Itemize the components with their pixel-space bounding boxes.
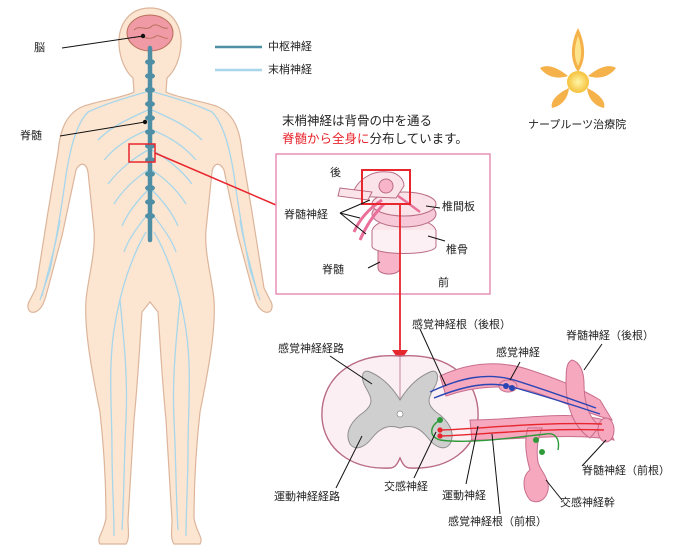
brain-label: 脳	[34, 41, 45, 54]
clinic-name: ナープルーツ治療院	[528, 118, 627, 131]
label-sensory-tract: 感覚神経経路	[278, 342, 344, 355]
label-spinal-nerve-dorsal: 脊髄神経（後根）	[566, 329, 654, 342]
caption-line-2: 脊髄から全身に分布しています。	[282, 130, 468, 147]
label-spinal-nerve-box: 脊髄神経	[284, 208, 328, 221]
focus-connector	[154, 152, 277, 206]
body-silhouette	[27, 7, 273, 545]
label-cord-box: 脊髄	[322, 263, 344, 276]
vertebra-focus-box	[361, 169, 411, 205]
legend-central-label: 中枢神経	[268, 40, 312, 53]
label-motor-tract: 運動神経経路	[274, 490, 340, 503]
label-spinal-nerve-ventral: 脊髄神経（前根）	[582, 464, 670, 477]
label-dorsal-root: 感覚神経根（後根）	[412, 318, 511, 331]
caption-line-1: 末梢神経は背骨の中を通る	[282, 113, 433, 128]
human-body-figure	[27, 7, 273, 545]
label-ventral-root: 感覚神経根（前根）	[448, 515, 547, 528]
spinal-cross-section	[321, 354, 615, 503]
brain-shape	[126, 14, 174, 52]
label-sympathetic-trunk: 交感神経幹	[560, 496, 615, 509]
vertebra-illustration	[337, 169, 437, 275]
brain-callout-line	[61, 35, 144, 49]
peripheral-nerves	[39, 91, 261, 537]
label-vertebra: 椎骨	[446, 243, 468, 256]
label-motor-nerve: 運動神経	[442, 489, 486, 502]
caption-rest: 分布しています。	[369, 131, 468, 146]
spinal-callout-line	[59, 121, 146, 137]
label-back: 後	[330, 166, 341, 179]
legend-peripheral-label: 末梢神経	[268, 63, 312, 76]
spinal-cord-label: 脊髄	[20, 129, 42, 142]
label-disc: 椎間板	[442, 200, 475, 213]
label-sympathetic: 交感神経	[384, 480, 428, 493]
clinic-logo	[540, 28, 616, 108]
caption-highlight: 脊髄から全身に	[282, 131, 370, 146]
label-sensory-nerve: 感覚神経	[496, 346, 540, 359]
label-front: 前	[438, 276, 449, 289]
